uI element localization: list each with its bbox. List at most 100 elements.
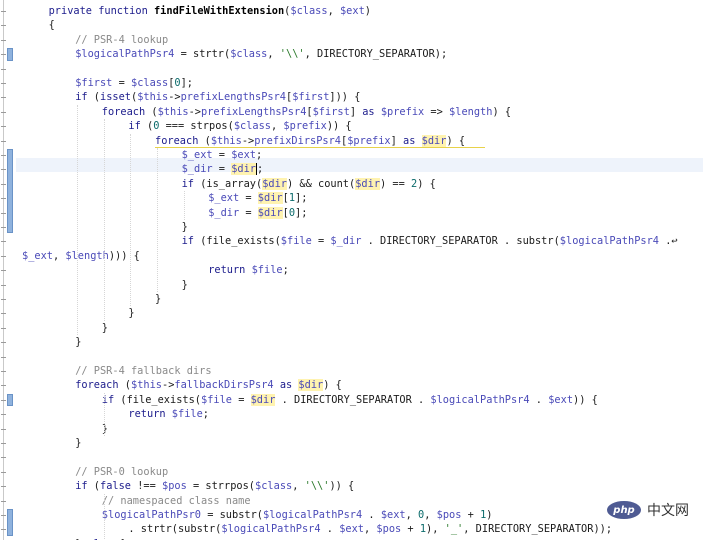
code-line[interactable]: // PSR-4 lookup [75,33,168,47]
code-line[interactable]: $logicalPathPsr0 = substr($logicalPathPs… [102,508,493,522]
code-line[interactable]: return $file; [128,407,209,421]
code-line[interactable]: $_ext = $ext; [182,148,263,162]
code-variable: fallbackDirsPsr4 [174,379,274,392]
code-token: 1 [419,523,427,536]
code-token: ) == [380,177,412,190]
code-line[interactable]: . strtr(substr($logicalPathPsr4 . $ext, … [128,522,612,536]
fold-tick [1,486,6,488]
code-line[interactable]: foreach ($this->fallbackDirsPsr4 as $dir… [75,378,342,392]
fold-tick [1,183,6,185]
code-token: '\\' [304,480,330,493]
code-line[interactable]: if (false !== $pos = strrpos($class, '\\… [75,479,354,493]
code-token: 0 [174,77,181,89]
fold-tick [1,515,6,516]
code-line[interactable]: private function findFileWithExtension($… [49,4,371,18]
code-variable: $dir [262,177,288,190]
code-line[interactable]: foreach ($this->prefixLengthsPsr4[$first… [102,105,511,119]
text-cursor [256,163,258,176]
code-token: ; [282,264,289,277]
code-token: { [112,538,125,540]
code-line[interactable]: if (is_array($dir) && count($dir) == 2) … [182,177,436,191]
code-keyword: return [128,408,166,421]
code-line[interactable]: $_ext = $dir[1]; [208,191,307,205]
indent-guide [103,493,105,540]
code-line[interactable]: if (file_exists($file = $_dir . DIRECTOR… [182,234,678,248]
fold-tick [1,327,6,329]
code-line[interactable]: } [155,292,161,306]
php-logo-icon: php [607,501,641,519]
fold-tick [1,500,6,502]
match-underline [155,146,485,148]
change-marker[interactable] [7,149,13,234]
code-variable: $this [210,134,242,147]
code-keyword: as [403,134,416,147]
code-token: -> [241,134,255,147]
code-token: = strtr( [174,48,231,61]
code-line[interactable]: } else { [75,537,125,540]
fold-tick [1,83,6,84]
fold-tick [1,428,6,430]
indent-guide [183,191,185,220]
code-variable: $this [157,105,189,118]
code-line[interactable]: // namespaced class name [102,494,251,508]
code-variable: $logicalPathPsr4 [263,509,363,521]
code-token: (file_exists( [114,393,201,406]
code-line[interactable]: $_dir = $dir; [182,162,263,176]
code-token: ]; [295,206,308,219]
code-token: ) { [417,177,436,190]
code-variable: $prefix [380,105,425,118]
code-variable: $first [75,77,113,89]
fold-tick [1,270,6,272]
code-keyword: private function [48,5,154,17]
code-token: . [529,393,549,406]
code-variable: $dir [257,206,283,219]
code-token: ) [364,5,371,17]
code-token: } [75,538,87,540]
code-line[interactable]: $first = $class[0]; [75,76,193,90]
fold-tick [1,356,6,358]
code-variable: $file [201,393,232,406]
code-line[interactable]: if (file_exists($file = $dir . DIRECTORY… [102,393,598,407]
code-line[interactable]: $logicalPathPsr4 = strtr($class, '\\', D… [75,47,447,61]
code-line[interactable]: // PSR-0 lookup [75,465,168,479]
code-line[interactable]: if (0 === strpos($class, $prefix)) { [128,119,351,133]
code-keyword: false [100,480,131,493]
code-line[interactable]: // PSR-4 fallback dirs [75,364,211,378]
code-variable: prefixLengthsPsr4 [201,105,307,118]
code-line[interactable]: return $file; [208,263,289,277]
fold-tick [1,227,6,228]
code-line[interactable]: foreach ($this->prefixDirsPsr4[$prefix] … [155,134,465,148]
code-line[interactable]: } [102,422,108,436]
code-token: ] [349,105,363,118]
code-variable: $_ext [22,249,53,262]
change-marker[interactable] [7,509,13,536]
code-line[interactable]: } [128,306,134,320]
code-variable: $dir [355,177,381,190]
code-token: } [181,278,188,291]
code-token: = [239,192,258,205]
change-marker[interactable] [7,48,13,61]
code-line[interactable]: } [102,321,108,335]
fold-tick [1,342,6,344]
code-line[interactable]: $_dir = $dir[0]; [208,206,307,220]
code-line[interactable]: if (isset($this->prefixLengthsPsr4[$firs… [75,90,360,104]
code-token: ) [486,509,493,521]
code-line[interactable]: } [182,220,188,234]
code-token: , [292,480,305,493]
code-line[interactable]: $_ext, $length))) { [22,249,140,263]
change-marker[interactable] [7,393,13,407]
code-token: 1 [480,509,487,521]
code-keyword: else [88,538,113,540]
code-line[interactable]: } [75,335,81,349]
code-token: ( [198,134,211,147]
code-token: } [128,307,135,320]
fold-tick [1,155,6,156]
code-variable: $prefix [283,120,327,133]
code-token: = strrpos( [186,480,256,493]
code-line[interactable]: } [75,436,81,450]
code-line[interactable]: } [182,278,188,292]
fold-tick [1,169,6,171]
code-token: = [212,149,232,161]
code-line[interactable]: { [49,18,55,32]
